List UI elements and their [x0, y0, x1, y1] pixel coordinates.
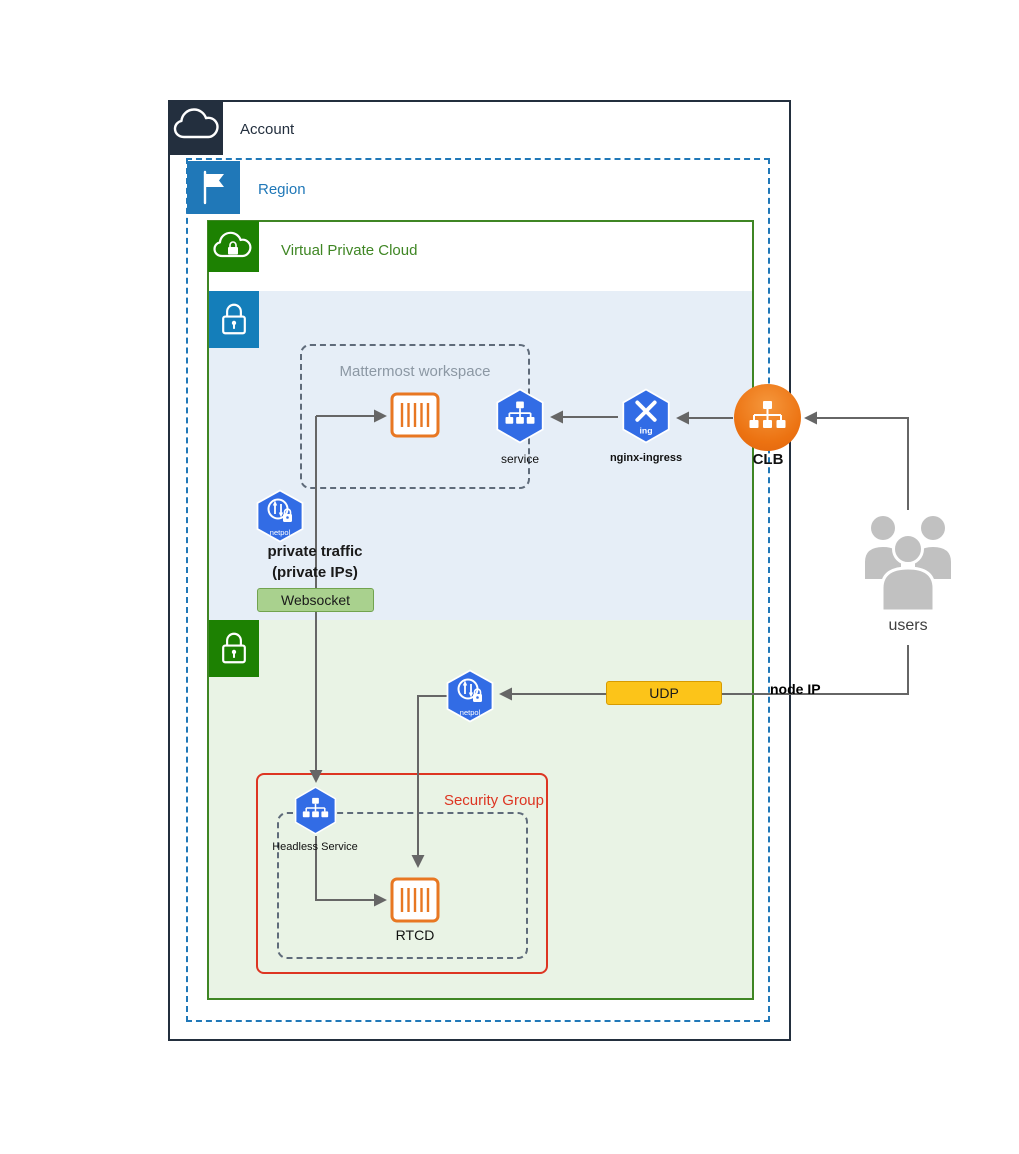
users-label: users	[888, 617, 928, 634]
nginx-ingress-label: nginx-ingress	[609, 452, 683, 464]
node-ip-edge-label: node IP	[770, 681, 821, 697]
headless-service-icon	[293, 786, 338, 835]
region-label: Region	[258, 181, 306, 198]
security-group-label: Security Group	[443, 792, 544, 809]
service-label: service	[500, 452, 539, 466]
rtcd-boundary	[277, 812, 528, 959]
account-label: Account	[240, 121, 295, 138]
account-boundary	[168, 100, 791, 1041]
private-subnet-lock-icon	[209, 291, 259, 348]
vpc-cloud-lock-icon	[208, 221, 259, 272]
public-subnet-lock-icon	[209, 620, 259, 677]
k8s-service-icon	[494, 388, 546, 444]
nginx-ingress-badge: ing	[639, 425, 652, 435]
netpol-top-badge: netpol	[270, 528, 291, 537]
private-traffic-caption: private traffic (private IPs)	[267, 543, 363, 581]
rtcd-pod-icon	[389, 875, 441, 925]
users-icon	[855, 503, 961, 615]
vpc-boundary	[207, 220, 754, 1000]
security-group-boundary	[256, 773, 548, 974]
aws-cloud-icon	[168, 100, 223, 155]
udp-edge-label: UDP	[606, 681, 722, 705]
edge-users-to-clb	[804, 411, 909, 510]
mattermost-workspace-label: Mattermost workspace	[339, 363, 491, 380]
netpol-icon: netpol	[445, 669, 495, 723]
region-flag-icon	[187, 161, 240, 214]
mattermost-pod-icon	[389, 390, 441, 440]
headless-service-label: Headless Service	[272, 841, 358, 853]
clb-load-balancer-icon	[734, 384, 801, 451]
websocket-edge-label: Websocket	[257, 588, 374, 612]
netpol-bottom-badge: netpol	[460, 708, 481, 717]
netpol-icon: netpol	[255, 489, 305, 543]
clb-label: CLB	[752, 451, 784, 468]
region-boundary	[186, 158, 770, 1022]
rtcd-label: RTCD	[395, 927, 435, 943]
nginx-ingress-icon: ing	[620, 388, 672, 444]
vpc-label: Virtual Private Cloud	[281, 242, 418, 259]
